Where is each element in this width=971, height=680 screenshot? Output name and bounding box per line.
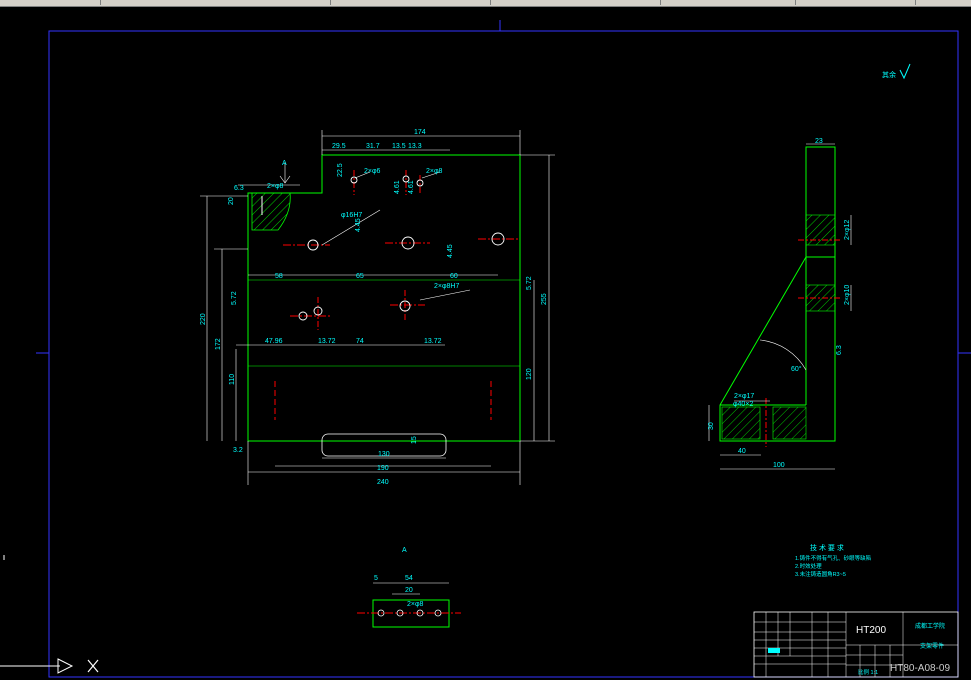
toolbar-segment[interactable] — [0, 0, 101, 5]
hidden-slot-lines — [274, 170, 520, 420]
side-dimension-lines — [708, 143, 852, 470]
bottom-slot — [321, 433, 447, 457]
app-toolbar-strip — [0, 0, 971, 7]
bottom-dim-54: 54 — [405, 575, 413, 582]
dim-130: 130 — [378, 451, 390, 458]
toolbar-segment[interactable] — [795, 0, 916, 5]
section-mark-a: A — [282, 160, 287, 167]
title-block-highlight — [768, 648, 780, 653]
cad-drawing-canvas[interactable]: 其余 — [0, 7, 971, 680]
side-roughness: 6.3 — [836, 345, 843, 355]
general-roughness-note: 其余 — [882, 63, 911, 80]
dim-13-3: 13.3 — [408, 143, 422, 150]
dim-220: 220 — [200, 313, 207, 325]
local-section-hatch — [251, 192, 291, 231]
side-angle: 60° — [791, 365, 802, 373]
dim-65: 65 — [356, 273, 364, 280]
toolbar-segment[interactable] — [660, 0, 796, 5]
side-dim-23: 23 — [815, 138, 823, 145]
dim-5-72-right: 5.72 — [526, 276, 533, 290]
dim-31-7: 31.7 — [366, 143, 380, 150]
corner-mark: 3.2 — [233, 447, 243, 454]
dim-20: 20 — [228, 197, 235, 205]
dim-29-5: 29.5 — [332, 143, 346, 150]
side-dim-100: 100 — [773, 462, 785, 469]
dim-240: 240 — [377, 479, 389, 486]
bottom-dim-5: 5 — [374, 575, 378, 582]
bottom-view-a[interactable]: A 5 54 20 2×φ8 — [357, 547, 461, 628]
scale-label: 比例 1:1 — [858, 668, 878, 676]
company-label: 成都工学院 — [915, 622, 945, 630]
dim-110: 110 — [229, 374, 236, 385]
side-dim-30: 30 — [708, 422, 715, 430]
dim-5-72-left: 5.72 — [231, 291, 238, 305]
bottom-view-dims — [373, 582, 449, 595]
dim-slot-15: 15 — [411, 436, 418, 444]
toolbar-segment[interactable] — [490, 0, 661, 5]
toolbar-segment[interactable] — [330, 0, 491, 5]
callout-2x-phi8-top: 2×φ8 — [426, 168, 443, 175]
tech-note-3: 3.未注铸造圆角R3~5 — [795, 570, 846, 578]
callout-2x-phi6: 2×φ6 — [364, 168, 381, 175]
dim-47-96: 47.96 — [265, 338, 283, 345]
callout-left: 2×φ8 — [267, 183, 284, 190]
dim-172: 172 — [215, 338, 222, 350]
dim-22-5: 22.5 — [337, 163, 344, 177]
bottom-callout: 2×φ8 — [407, 601, 424, 608]
dim-190: 190 — [377, 465, 389, 472]
dimension-lines — [200, 130, 555, 485]
bottom-view-holes — [377, 609, 442, 617]
side-dim-40: 40 — [738, 448, 746, 455]
dim-13-5: 13.5 — [392, 143, 406, 150]
dim-255: 255 — [541, 293, 548, 305]
dim-13-72-a: 13.72 — [318, 338, 336, 345]
dim-4-45-b: 4.45 — [447, 244, 454, 258]
roughness-other-label: 其余 — [882, 70, 896, 79]
side-callout-phi12: 2×φ12 — [844, 220, 851, 240]
dim-174: 174 — [414, 129, 426, 136]
dim-4-61-a: 4.61 — [394, 180, 401, 194]
toolbar-segment[interactable] — [100, 0, 331, 5]
tech-note-2: 2.时效处理 — [795, 562, 822, 570]
drawing-border — [48, 30, 959, 678]
title-block-grid — [754, 612, 958, 677]
dim-13-72-b: 13.72 — [424, 338, 442, 345]
dim-4-45-a: 4.45 — [355, 218, 362, 232]
hatch-base-right — [772, 406, 807, 440]
hatch-base-left — [721, 406, 761, 440]
bottom-dim-20: 20 — [405, 587, 413, 594]
dim-74: 74 — [356, 338, 364, 345]
callout-center: φ16H7 — [341, 212, 362, 219]
side-center-lines — [765, 239, 842, 447]
drawing-number: HT80-A08-09 — [890, 663, 950, 674]
ucs-icon — [0, 555, 99, 674]
side-base-sub: φ40×2 — [733, 401, 753, 408]
dim-58: 58 — [275, 273, 283, 280]
title-block[interactable]: HT200 成都工学院 支架零件 比例 1:1 HT80-A08-09 — [753, 611, 959, 678]
dim-120: 120 — [526, 368, 533, 380]
technical-requirements: 技 术 要 求 1.铸件不得有气孔、砂眼等缺陷 2.时效处理 3.未注铸造圆角R… — [795, 543, 871, 578]
view-a-label: A — [402, 547, 407, 554]
main-view[interactable]: 174 29.5 31.7 13.5 13.3 2×φ6 2×φ8 2×φ8 φ… — [200, 129, 555, 486]
side-view[interactable]: 23 2×φ12 2×φ10 60° 2×φ17 φ40×2 30 40 100… — [708, 138, 852, 470]
part-name-label: 支架零件 — [920, 642, 944, 650]
dim-4-61-b: 4.61 — [408, 180, 415, 194]
side-callout-phi10: 2×φ10 — [844, 285, 851, 305]
side-base-callout: 2×φ17 — [734, 393, 754, 400]
tech-note-1: 1.铸件不得有气孔、砂眼等缺陷 — [795, 554, 871, 562]
holes — [298, 175, 505, 321]
material-label: HT200 — [856, 625, 886, 636]
tech-notes-title: 技 术 要 求 — [810, 543, 844, 552]
roughness-6-3-left: 6.3 — [234, 185, 244, 192]
callout-right: 2×φ8H7 — [434, 283, 459, 290]
dim-60: 60 — [450, 273, 458, 280]
